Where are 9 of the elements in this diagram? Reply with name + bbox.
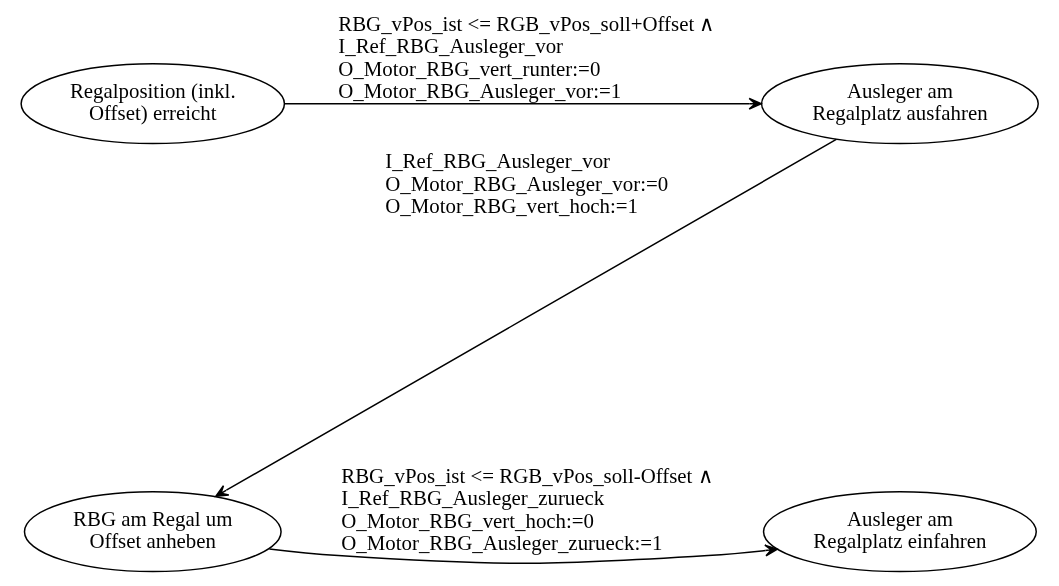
arrow bbox=[284, 97, 762, 110]
node-ellipse: Ausleger am Regalplatz ausfahren bbox=[760, 63, 1039, 145]
node-ellipse: RBG am Regal um Offset anheben bbox=[23, 491, 282, 573]
edge-label: RBG_vPos_ist <= RGB_vPos_soll+Offset ∧ I_Ref_RBG_Ausleger_vor O_Motor_RBG_vert_runter:=0 O_Motor_RBG_Ausleger_vor:=1 bbox=[338, 11, 715, 104]
arrow bbox=[268, 544, 779, 565]
node-ellipse: Regalposition (inkl. Offset) erreicht bbox=[20, 63, 286, 145]
edge-label: RBG_vPos_ist <= RGB_vPos_soll-Offset ∧ I_Ref_RBG_Ausleger_zurueck O_Motor_RBG_vert_hoch:=0 O_Motor_RBG_Ausleger_zurueck:=1 bbox=[341, 463, 713, 555]
edge-label: I_Ref_RBG_Ausleger_vor O_Motor_RBG_Ausleger_vor:=0 O_Motor_RBG_vert_hoch:=1 bbox=[385, 149, 669, 218]
arrow bbox=[215, 138, 838, 498]
